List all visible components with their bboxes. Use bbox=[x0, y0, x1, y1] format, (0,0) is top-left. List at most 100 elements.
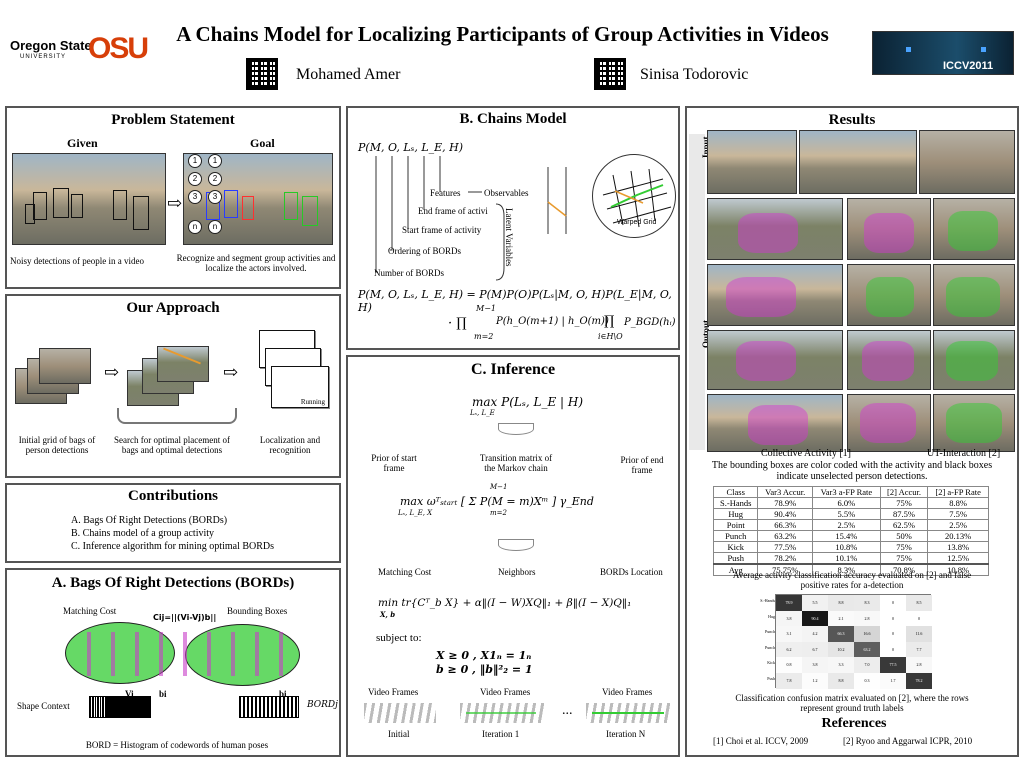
table-cell: 6.0% bbox=[811, 497, 881, 509]
confusion-cell: 7.7 bbox=[906, 641, 932, 658]
arrow-icon: ⇨ bbox=[223, 362, 239, 382]
frames-strip-iter1 bbox=[460, 703, 544, 723]
confusion-cell: 3.1 bbox=[776, 626, 802, 642]
variable-pointer-lines bbox=[375, 156, 505, 281]
confusion-cell: 0 bbox=[880, 595, 906, 611]
table-cell: 66.3% bbox=[757, 519, 813, 531]
factorization-transition: P(h_O(m+1) | h_O(m)) bbox=[496, 316, 609, 327]
confusion-cell: 3.8 bbox=[802, 657, 828, 673]
confusion-cell: 77.5 bbox=[880, 657, 906, 673]
table-header-cell: Var3 Accur. bbox=[757, 486, 813, 498]
inference-eq2-sub: Lₛ, L_E, X bbox=[398, 509, 433, 517]
table-cell: 15.4% bbox=[811, 530, 881, 542]
table-cell: 7.5% bbox=[927, 508, 989, 520]
number-label: Number of BORDs bbox=[374, 268, 444, 278]
iteration-n-label: Iteration N bbox=[606, 729, 646, 739]
latent-variables-label: Latent Variables bbox=[504, 208, 514, 267]
dataset-label-2: UT-Interaction [2] bbox=[927, 448, 1001, 459]
joint-probability: P(M, O, Lₛ, L_E, H) bbox=[358, 141, 464, 154]
bord-person-icons bbox=[77, 632, 287, 676]
matching-cost-formula: Cij=||(Vi-Vj)b|| bbox=[153, 613, 217, 622]
video-frames-label-2: Video Frames bbox=[480, 687, 531, 697]
given-label: Given bbox=[67, 136, 98, 150]
table-cell: 10.8% bbox=[927, 563, 989, 576]
contributions-title: Contributions bbox=[127, 488, 219, 504]
results-panel: Results Input Output Collective Activity… bbox=[685, 106, 1019, 757]
bord-j-label: BORDj bbox=[307, 700, 338, 710]
osu-logo-text: Oregon State bbox=[10, 38, 92, 53]
chain-node: 3 bbox=[208, 190, 222, 204]
shape-context-label: Shape Context bbox=[17, 701, 70, 711]
table-cell: 75% bbox=[879, 497, 929, 509]
confusion-cell: 0 bbox=[906, 610, 932, 627]
confusion-cell: 2.8 bbox=[906, 657, 932, 673]
table-cell: 62.5% bbox=[879, 519, 929, 531]
bi-label-2: bi bbox=[279, 689, 287, 699]
prior-end-label: Prior of end frame bbox=[620, 455, 664, 475]
table-header-cell: Class bbox=[712, 486, 759, 498]
features-label: Features bbox=[430, 188, 461, 198]
table-caption: Average activity classification accuracy… bbox=[732, 570, 972, 590]
confusion-row-label: Punch bbox=[765, 629, 775, 635]
vi-label: Vi bbox=[125, 689, 134, 699]
subject-to-label: subject to: bbox=[376, 632, 422, 644]
constraint-2: b ≥ 0 , ‖b‖²₂ = 1 bbox=[436, 663, 533, 676]
inference-panel: C. Inference max P(Lₛ, L_E | H) Lₛ, L_E … bbox=[346, 355, 680, 757]
factorization-sup: M−1 bbox=[476, 304, 496, 313]
localization-frame-3: Running bbox=[271, 366, 329, 408]
results-side-bar bbox=[689, 134, 705, 450]
confusion-cell: 10.2 bbox=[828, 641, 854, 658]
table-cell: 8.8% bbox=[927, 497, 989, 509]
confusion-cell: 4.2 bbox=[802, 626, 828, 642]
osu-logo-mark: OSU bbox=[88, 32, 149, 65]
chain-node: 1 bbox=[208, 154, 222, 168]
table-header-cell: [2] a-FP Rate bbox=[927, 486, 989, 498]
confusion-cell: 8.8 bbox=[828, 595, 854, 611]
factorization-product: · ∏ bbox=[448, 316, 467, 331]
arrow-icon: ⇨ bbox=[167, 193, 183, 213]
qr-code-right bbox=[594, 58, 626, 90]
inference-eq3: min tr{Cᵀ_b X} + α‖(I − W)XQ‖₁ + β‖(I − … bbox=[378, 597, 632, 609]
bounding-boxes-label: Bounding Boxes bbox=[227, 606, 288, 616]
given-caption: Noisy detections of people in a video bbox=[10, 256, 144, 266]
approach-search-3 bbox=[157, 346, 209, 382]
confusion-cell: 6.7 bbox=[802, 641, 828, 658]
bords-location-label: BORDs Location bbox=[600, 567, 663, 577]
confusion-cell: 63.2 bbox=[854, 641, 880, 658]
given-image bbox=[12, 153, 166, 245]
table-cell: 2.5% bbox=[927, 519, 989, 531]
table-cell: 87.5% bbox=[879, 508, 929, 520]
approach-title: Our Approach bbox=[126, 300, 220, 316]
approach-caption-2: Search for optimal placement of bags and… bbox=[114, 435, 230, 455]
result-output-5 bbox=[847, 198, 931, 260]
contribution-b: B. Chains model of a group activity bbox=[71, 528, 215, 539]
result-output-8 bbox=[933, 264, 1015, 326]
warped-grid: Warped Grid bbox=[592, 154, 676, 238]
confusion-cell: 90.4 bbox=[802, 610, 828, 627]
frames-strip-itern bbox=[586, 703, 672, 723]
chain-node: 2 bbox=[208, 172, 222, 186]
confusion-cell: 3.3 bbox=[828, 657, 854, 673]
approach-frame-3 bbox=[39, 348, 91, 384]
confusion-cell: 8.5 bbox=[906, 595, 932, 611]
confusion-row-label: Hug bbox=[768, 613, 775, 619]
table-cell: Punch bbox=[712, 530, 759, 542]
confusion-row-label: Push bbox=[767, 676, 775, 681]
references-title: References bbox=[821, 716, 887, 731]
confusion-cell: 7.8 bbox=[776, 673, 802, 689]
inference-eq2-sup: M−1 bbox=[490, 483, 508, 491]
confusion-cell: 66.3 bbox=[828, 626, 854, 642]
video-frames-label-3: Video Frames bbox=[602, 687, 653, 697]
feedback-arrow-icon bbox=[117, 408, 237, 424]
table-cell: 63.2% bbox=[757, 530, 813, 542]
ordering-label: Ordering of BORDs bbox=[388, 246, 461, 256]
factorization-sub-2: i∈H\O bbox=[598, 332, 623, 341]
ellipsis-label: ... bbox=[562, 703, 573, 718]
result-output-4 bbox=[707, 394, 843, 452]
